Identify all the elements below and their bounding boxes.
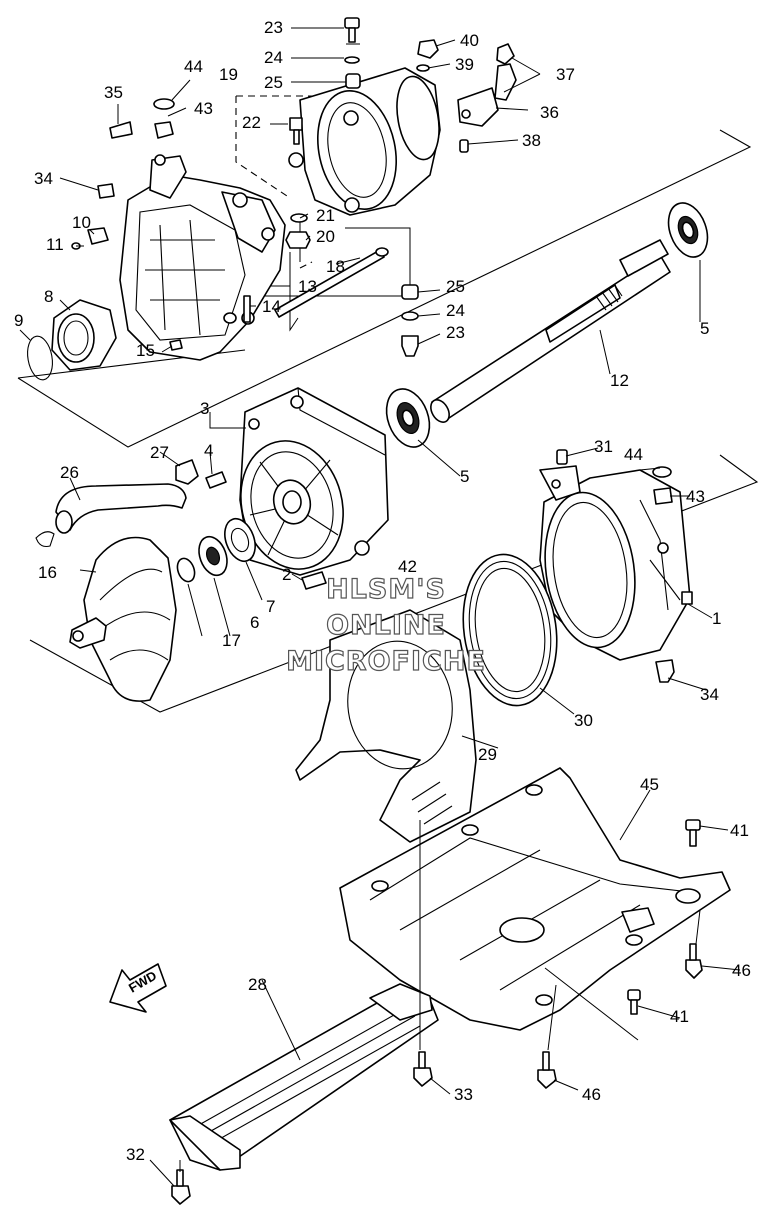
exit-nozzle — [288, 67, 441, 216]
callout-39: 39 — [455, 55, 474, 74]
callout-14: 14 — [262, 297, 281, 316]
callout-17: 17 — [222, 631, 241, 650]
watermark-line-1: HLSM'S — [326, 574, 446, 605]
callout-11: 11 — [46, 235, 64, 254]
impeller — [69, 536, 177, 702]
callout-21: 21 — [316, 206, 335, 225]
callout-29: 29 — [478, 745, 497, 764]
callout-5-lower: 5 — [460, 467, 469, 486]
callout-5-top: 5 — [700, 319, 709, 338]
callout-9: 9 — [14, 311, 23, 330]
bearing-upper — [667, 202, 709, 258]
intake-grate — [169, 983, 439, 1171]
callout-30: 30 — [574, 711, 593, 730]
callout-23: 23 — [264, 18, 283, 37]
plate-bolts — [171, 819, 703, 1205]
callout-23-right: 23 — [446, 323, 465, 342]
callout-25-right: 25 — [446, 277, 465, 296]
callout-36: 36 — [540, 103, 559, 122]
fwd-direction-arrow: FWD — [109, 963, 167, 1013]
bearing-lower — [385, 388, 431, 448]
callout-22: 22 — [242, 113, 261, 132]
callout-4: 4 — [204, 441, 213, 460]
drive-shaft — [430, 239, 671, 423]
housing-pins — [205, 471, 327, 590]
callout-25: 25 — [264, 73, 283, 92]
spacers — [176, 517, 256, 583]
callout-24: 24 — [264, 48, 283, 67]
callout-34-top: 34 — [34, 169, 53, 188]
callout-32: 32 — [126, 1145, 145, 1164]
callout-43-right: 43 — [686, 487, 705, 506]
jet-pump-housing — [119, 154, 286, 361]
bearing-housing-cover — [27, 299, 117, 381]
water-hose — [35, 459, 199, 548]
callout-34-right: 34 — [700, 685, 719, 704]
callout-41-top: 41 — [730, 821, 749, 840]
callout-19: 19 — [219, 65, 238, 84]
stud-hardware-right — [401, 284, 419, 357]
callout-6: 6 — [250, 613, 259, 632]
callout-18: 18 — [326, 257, 345, 276]
callout-46-lower: 46 — [582, 1085, 601, 1104]
callout-38: 38 — [522, 131, 541, 150]
watermark-line-3: MICROFICHE — [286, 646, 486, 677]
callout-27: 27 — [150, 443, 169, 462]
callout-numbers: 23 24 25 40 39 37 36 38 44 43 19 35 22 2… — [14, 18, 751, 1164]
callout-10: 10 — [72, 213, 91, 232]
callout-43: 43 — [194, 99, 213, 118]
callout-40: 40 — [460, 31, 479, 50]
callout-33: 33 — [454, 1085, 473, 1104]
callout-46-right: 46 — [732, 961, 751, 980]
callout-13: 13 — [298, 277, 317, 296]
callout-24-right: 24 — [446, 301, 465, 320]
callout-28: 28 — [248, 975, 267, 994]
callout-2: 2 — [282, 565, 291, 584]
callout-leaders — [19, 27, 741, 1187]
watermark: HLSM'S ONLINE MICROFICHE — [285, 573, 486, 677]
watermark-line-2: ONLINE — [326, 610, 446, 641]
callout-41-lower: 41 — [670, 1007, 689, 1026]
callout-26: 26 — [60, 463, 79, 482]
impeller-housing — [239, 387, 389, 576]
intake-gasket — [295, 609, 477, 843]
callout-7: 7 — [266, 597, 275, 616]
callout-8: 8 — [44, 287, 53, 306]
callout-37: 37 — [556, 65, 575, 84]
callout-42: 42 — [398, 557, 417, 576]
callout-20: 20 — [316, 227, 335, 246]
callout-45: 45 — [640, 775, 659, 794]
callout-1: 1 — [712, 609, 721, 628]
callout-31: 31 — [594, 437, 613, 456]
callout-44: 44 — [184, 57, 203, 76]
long-stud — [169, 247, 389, 351]
callout-44-right: 44 — [624, 445, 643, 464]
intake-housing — [539, 449, 693, 683]
callout-15: 15 — [136, 341, 155, 360]
callout-12: 12 — [610, 371, 629, 390]
lower-leader-lines — [179, 820, 701, 1172]
callout-35: 35 — [104, 83, 123, 102]
callout-3: 3 — [200, 399, 209, 418]
liner-ring — [462, 553, 558, 707]
callout-16: 16 — [38, 563, 57, 582]
